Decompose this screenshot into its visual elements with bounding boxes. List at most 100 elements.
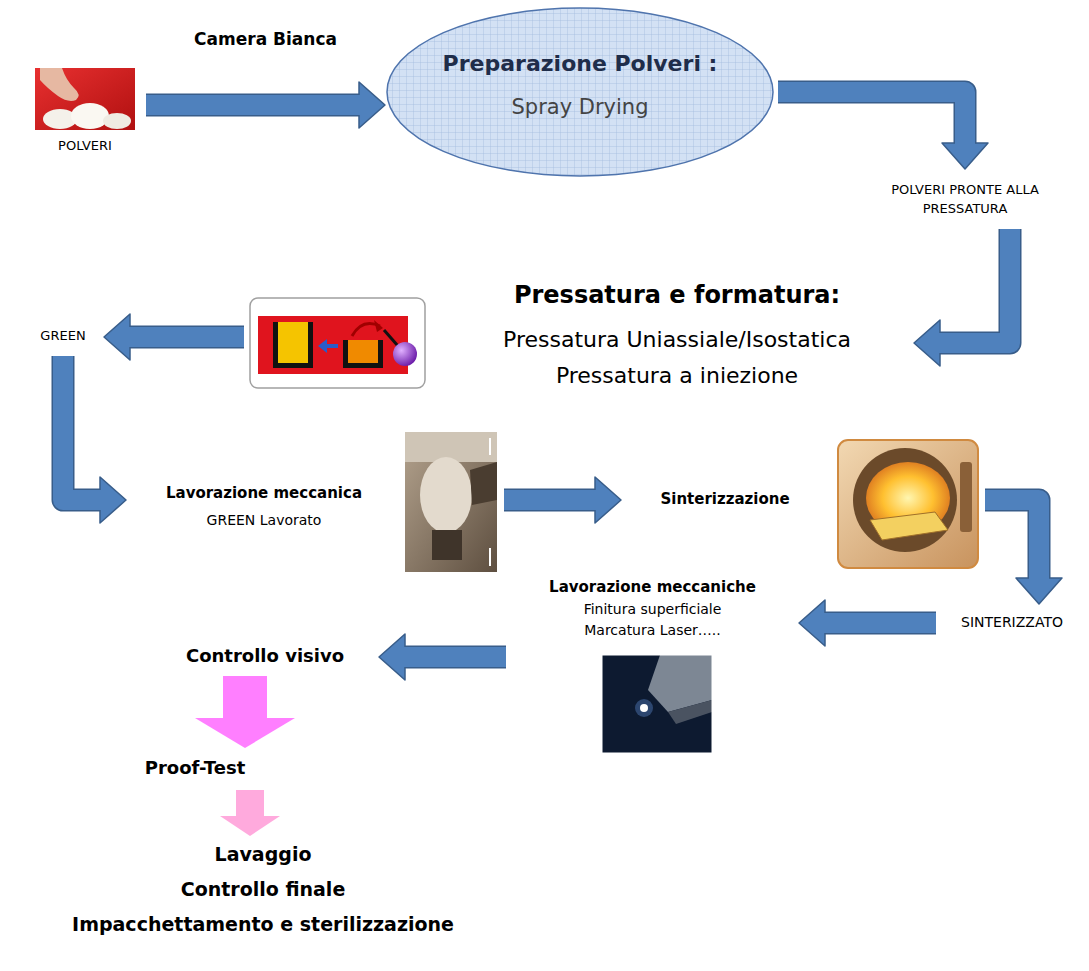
text-slot: Pressatura a iniezione [444, 362, 910, 390]
arrow-outline [778, 92, 965, 144]
chuck [432, 530, 462, 560]
laser-glow [635, 699, 653, 717]
text-slot: Marcatura Laser….. [510, 622, 795, 640]
node-title: Controllo visivo [155, 645, 375, 668]
text-slot: POLVERI PRONTE ALLA PRESSATURA [872, 180, 1058, 218]
flow-arrow [146, 82, 385, 128]
ball-stick [384, 330, 398, 346]
node-text: GREEN Lavorato [130, 512, 398, 530]
mould-cup [343, 340, 383, 368]
node-title: Proof-Test [125, 757, 265, 780]
powder-mound [103, 113, 131, 129]
text-slot: Lavorazione meccaniche [510, 578, 795, 597]
flow-arrow [63, 356, 126, 523]
node-title: Lavorazione meccaniche [510, 578, 795, 597]
curved-arrow-head [374, 320, 383, 332]
arrow-head [914, 320, 940, 366]
node-title: POLVERI PRONTE ALLA PRESSATURA [872, 180, 1058, 218]
arrow-shaft [985, 500, 1039, 579]
arrow-head [595, 477, 621, 523]
text-slot: Pressatura e formatura: [444, 280, 910, 310]
node-title: GREEN [26, 328, 100, 344]
flow-arrow [504, 477, 621, 523]
hand-shape [40, 68, 79, 101]
arrow-head [195, 718, 295, 748]
furnace-body [838, 440, 978, 568]
arrow-outline [985, 500, 1039, 579]
step-label: Controllo visivo [155, 642, 375, 672]
node-title: Lavorazione meccanica [130, 484, 398, 503]
edge-label: Camera Bianca [191, 29, 340, 50]
text-slot: Lavorazione meccanica [130, 484, 398, 503]
node-title: Lavaggio [25, 843, 501, 867]
flow-arrow [799, 600, 936, 646]
arrow-outline [146, 94, 360, 117]
text-slot: Sinterizzazione [625, 490, 825, 509]
text-slot: Proof-Test [125, 757, 265, 780]
lathe-photo [405, 432, 497, 572]
ellipse-outline [385, 6, 775, 178]
text-slot: SINTERIZZATO [940, 614, 1084, 632]
mould-cup [273, 322, 313, 368]
node-text: Controllo finale [25, 878, 501, 902]
laser-spot [640, 704, 648, 712]
arrow-head [220, 816, 280, 836]
flow-arrow [220, 790, 280, 836]
tool-holder [470, 462, 497, 505]
furnace-handle [960, 462, 972, 532]
arrow-shaft [223, 676, 267, 719]
node-title: Preparazione Polveri : [395, 50, 765, 78]
flow-arrow [195, 676, 295, 748]
photo-background [35, 68, 135, 130]
node-title: Pressatura e formatura: [444, 280, 910, 310]
arrow-shaft [63, 356, 101, 500]
arrow-shaft [824, 613, 936, 633]
furnace-door [853, 448, 957, 552]
text-slot: Controllo finale [25, 878, 501, 902]
arrow-shaft [146, 95, 360, 115]
purple-ball [393, 342, 417, 366]
text-slot: Impacchettamento e sterilizzazione [25, 913, 501, 937]
white-marker [489, 438, 491, 455]
arrow-head [942, 143, 988, 169]
photo-background [405, 432, 497, 572]
photo-frame [838, 440, 978, 568]
node-text: Marcatura Laser….. [510, 622, 795, 640]
node-title: SINTERIZZATO [940, 614, 1084, 632]
arrow-head [359, 82, 385, 128]
icon-frame [250, 298, 425, 388]
arrow-head [799, 600, 825, 646]
powder-photo [35, 68, 135, 130]
edge-label-slot: Camera Bianca [191, 29, 340, 50]
workpiece [420, 457, 472, 533]
arrow-shaft [504, 490, 596, 510]
photo-node: Lavorazione meccanicaGREEN Lavorato [130, 428, 500, 576]
flow-arrow [379, 634, 506, 680]
arrow-shaft [129, 327, 244, 347]
flow-arrow [778, 92, 988, 169]
arrow-head [104, 314, 130, 360]
arrow-outline [939, 229, 1010, 343]
photo-node: POLVERI [30, 66, 140, 162]
step-label: LavaggioControllo finaleImpacchettamento… [25, 840, 501, 952]
arrow-shaft [778, 92, 965, 144]
text-slot: Lavaggio [25, 843, 501, 867]
photo-background [602, 655, 712, 753]
photo-highlight [405, 432, 497, 462]
process-block: Pressatura e formatura: Pressatura Uniass… [248, 276, 910, 400]
arrow-head [1016, 578, 1062, 604]
stage-label: GREEN [26, 322, 100, 352]
flow-arrow [985, 500, 1062, 604]
text-slot: Finitura superficiale [510, 601, 795, 619]
arrow-outline [404, 646, 506, 669]
icon-background [258, 316, 408, 374]
small-arrow-head [318, 339, 327, 353]
photo-node: Sinterizzazione [625, 436, 981, 570]
node-text: Pressatura Uniassiale/Isostatica [444, 326, 910, 354]
node-text: Impacchettamento e sterilizzazione [25, 913, 501, 937]
powder-mound [71, 103, 109, 129]
arrow-outline [129, 326, 244, 349]
text-slot: GREEN Lavorato [130, 512, 398, 530]
